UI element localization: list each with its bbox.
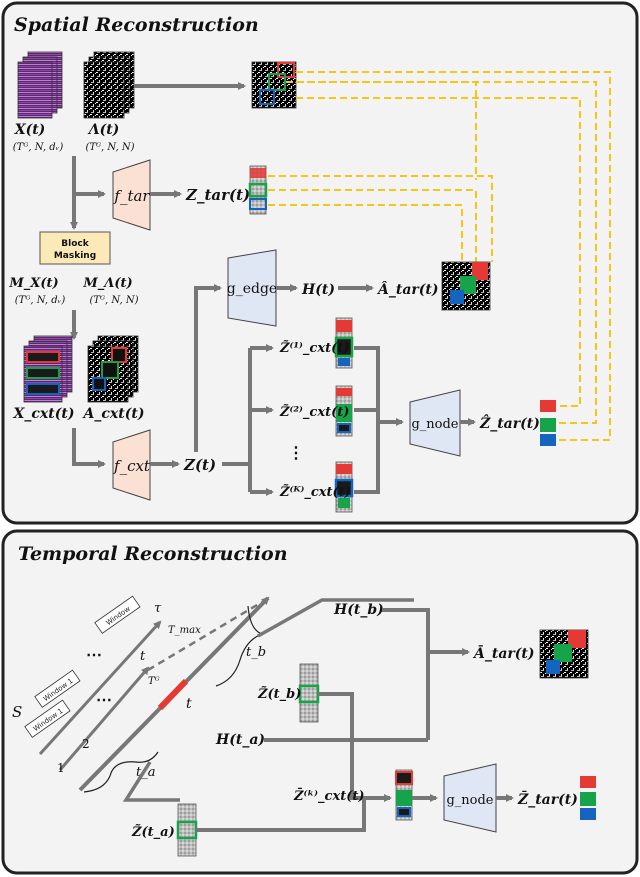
m-x-label: M_X(t)	[8, 276, 58, 291]
g-edge-decoder: g_edge	[227, 249, 277, 327]
z-tar-bar-label: Z̄_tar(t)	[517, 789, 578, 808]
z-tb-strip	[298, 663, 320, 723]
t-max-label: T_max	[168, 625, 201, 636]
z-tar-hat-blocks	[540, 400, 556, 446]
block-masking-line1: Block	[61, 239, 89, 249]
m-lambda-label: M_Λ(t)	[82, 276, 132, 291]
a-tar-hat-label: Â_tar(t)	[376, 280, 439, 298]
g-node-decoder: g_node	[409, 389, 461, 457]
a-cxt-label: A_cxt(t)	[82, 406, 145, 422]
target-adjacency-top	[251, 61, 297, 109]
t-mark-label: t	[186, 696, 192, 712]
arrow-z-to-gedge	[194, 284, 222, 452]
temporal-panel: Temporal Reconstruction Window Window 1 …	[1, 529, 639, 875]
z-tb-label: Z̃(t_b)	[257, 686, 301, 702]
dots-lower: ⋯	[96, 690, 112, 709]
time-highlight	[157, 678, 189, 711]
temporal-adjacency	[539, 629, 589, 679]
z-cxt-1-label: Z̃⁽¹⁾_cxt(t)	[279, 340, 349, 356]
z-cxt-k-label: Z̃⁽ᴷ⁾_cxt(t)	[279, 484, 351, 500]
a-tar-bar-label: Ā_tar(t)	[472, 643, 535, 662]
line-tb-to-h	[257, 598, 414, 638]
m-lambda-dim: (Tᴳ, N, N)	[89, 295, 138, 306]
f-tar-label: f_tar	[113, 187, 150, 205]
t-g-label: Tᴳ	[148, 676, 160, 687]
num-1: 1	[57, 761, 65, 775]
x-t-label: X(t)	[14, 122, 46, 138]
t-small-label: t	[140, 649, 146, 664]
merge-h-line	[382, 608, 430, 740]
block-masking-line2: Masking	[54, 251, 96, 261]
z-cxt-2-label: Z̃⁽²⁾_cxt(t)	[279, 404, 349, 420]
x-t-stack	[17, 51, 63, 119]
x-cxt-label: X_cxt(t)	[13, 406, 75, 422]
z-t-label: Z(t)	[183, 456, 216, 474]
tau-axis	[38, 620, 162, 756]
block-masking-box: Block Masking	[39, 231, 111, 265]
z-tar-strip	[248, 165, 268, 215]
h-t-label: H(t)	[301, 282, 335, 298]
z-cxt-dots: ⋮	[288, 443, 304, 462]
x-t-dim: (Tᴳ, N, dᵥ)	[13, 142, 64, 153]
z-tar-bar-blocks	[580, 776, 596, 820]
lambda-t-stack	[83, 51, 135, 119]
spatial-panel: Spatial Reconstruction X(t) (Tᴳ, N, dᵥ) …	[1, 1, 639, 525]
dashed-projection	[147, 600, 263, 672]
m-x-dim: (Tᴳ, N, dᵥ)	[15, 295, 66, 306]
g-node-temporal: g_node	[443, 763, 497, 833]
g-node-temporal-label: g_node	[446, 793, 493, 808]
line-ta-to-z	[122, 761, 180, 802]
g-edge-label: g_edge	[227, 281, 277, 297]
g-node-label: g_node	[411, 417, 458, 432]
z-cxt-strip-2	[335, 385, 353, 437]
a-cxt-stack	[87, 335, 139, 403]
z-cxt-k-temporal-label: Z̄⁽ᵏ⁾_cxt(t)	[293, 787, 365, 804]
t-axis	[58, 666, 150, 771]
predicted-adjacency	[441, 261, 491, 311]
h-ta-label: H(t_a)	[215, 732, 265, 748]
dashed-links	[268, 71, 611, 441]
lambda-t-label: Λ(t)	[87, 122, 120, 138]
line-zta	[196, 798, 366, 832]
num-2: 2	[82, 737, 90, 751]
spatial-title: Spatial Reconstruction	[14, 14, 259, 36]
tau-label: τ	[154, 601, 162, 616]
z-tar-label: Z_tar(t)	[185, 186, 250, 204]
z-cxt-strip-1	[334, 317, 354, 369]
brace-tb	[215, 605, 264, 687]
lambda-t-dim: (Tᴳ, N, N)	[85, 142, 134, 153]
t-b-label: t_b	[246, 645, 266, 660]
f-tar-encoder: f_tar	[112, 159, 151, 231]
x-cxt-stack	[23, 335, 73, 403]
arrow-to-fcxt	[72, 428, 106, 468]
f-cxt-encoder: f_cxt	[112, 429, 151, 501]
s-label: S	[12, 703, 22, 721]
dots-upper: ⋯	[86, 645, 102, 664]
z-ta-strip	[176, 803, 198, 857]
z-cxt-temporal-strip	[395, 769, 413, 821]
brace-ta	[83, 751, 159, 793]
z-cxt-strip-k	[334, 461, 354, 513]
z-ta-label: Z̃(t_a)	[131, 824, 175, 840]
f-cxt-label: f_cxt	[113, 457, 151, 475]
z-tar-hat-label: Ẑ_tar(t)	[479, 413, 540, 432]
temporal-title: Temporal Reconstruction	[18, 543, 288, 565]
h-tb-label: H(t_b)	[333, 602, 384, 618]
